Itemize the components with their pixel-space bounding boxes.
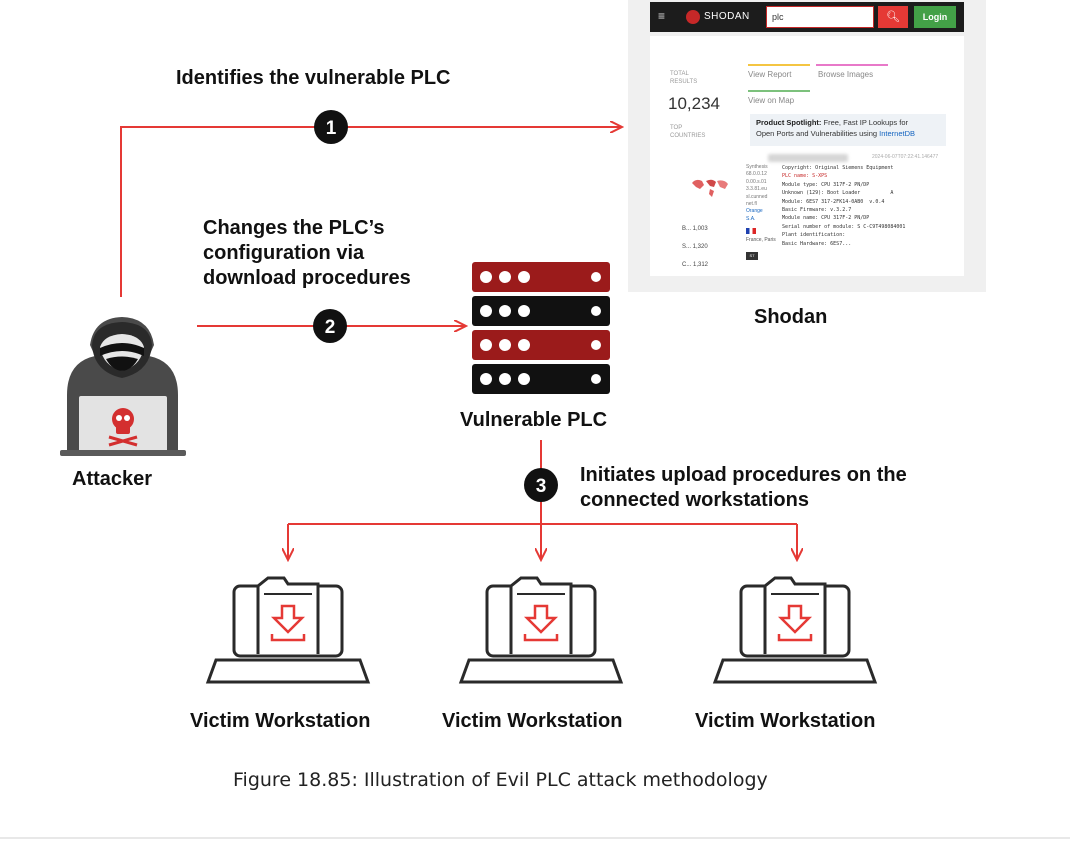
plc-server-icon	[472, 262, 610, 394]
search-button[interactable]: 🔍︎	[878, 6, 908, 28]
total-results-value: 10,234	[668, 94, 720, 113]
workstation-1-label: Victim Workstation	[190, 710, 371, 732]
shodan-logo-icon	[686, 10, 700, 24]
result-location: France, Paris	[746, 237, 776, 243]
shodan-topbar: ≡ SHODAN plc 🔍︎ Login	[650, 2, 964, 32]
plc-node-label: Vulnerable PLC	[460, 409, 608, 431]
blurred-ip-address	[768, 154, 848, 162]
step-badge-3-number: 3	[536, 476, 547, 497]
arrow-attacker-to-shodan	[120, 127, 622, 297]
result-timestamp: 2024-06-07T07:22:41.146477	[872, 154, 939, 160]
hooded-attacker-icon	[60, 317, 186, 456]
workstation-2-label: Victim Workstation	[442, 710, 623, 732]
step-badge-2: 2	[313, 309, 347, 343]
country-row: C... 1,312	[682, 262, 709, 268]
internetdb-link[interactable]: InternetDB	[879, 129, 915, 138]
workstation-icon-3	[712, 576, 878, 684]
shodan-node-label: Shodan	[754, 306, 828, 328]
step-2-label: Changes the PLC’s configuration via down…	[203, 217, 411, 289]
view-on-map-link[interactable]: View on Map	[748, 96, 795, 105]
product-spotlight: Product Spotlight: Free, Fast IP Lookups…	[750, 114, 946, 146]
search-icon: 🔍︎	[886, 11, 900, 23]
country-row: S... 1,320	[682, 244, 708, 250]
shodan-brand[interactable]: SHODAN	[704, 11, 750, 22]
browse-images-link[interactable]: Browse Images	[818, 70, 874, 79]
view-report-link[interactable]: View Report	[748, 70, 792, 79]
attacker-node-label: Attacker	[72, 468, 153, 490]
step-badge-1: 1	[314, 110, 348, 144]
workstation-3-label: Victim Workstation	[695, 710, 876, 732]
step-badge-1-number: 1	[326, 118, 337, 139]
workstation-icon-2	[458, 576, 624, 684]
world-map-icon	[692, 179, 728, 197]
figure-caption: Figure 18.85: Illustration of Evil PLC a…	[233, 769, 768, 791]
step-badge-2-number: 2	[325, 317, 336, 338]
country-row: B... 1,003	[682, 226, 708, 232]
workstation-icon-1	[205, 576, 371, 684]
step-1-label: Identifies the vulnerable PLC	[176, 67, 451, 89]
step-3-label: Initiates upload procedures on the conne…	[580, 464, 907, 511]
step-badge-3: 3	[524, 468, 558, 502]
result-tag: S7	[746, 252, 758, 260]
shodan-search-input[interactable]: plc	[766, 6, 874, 28]
login-button[interactable]: Login	[914, 6, 956, 28]
hamburger-menu-icon[interactable]: ≡	[658, 9, 666, 23]
france-flag-icon	[746, 228, 756, 234]
